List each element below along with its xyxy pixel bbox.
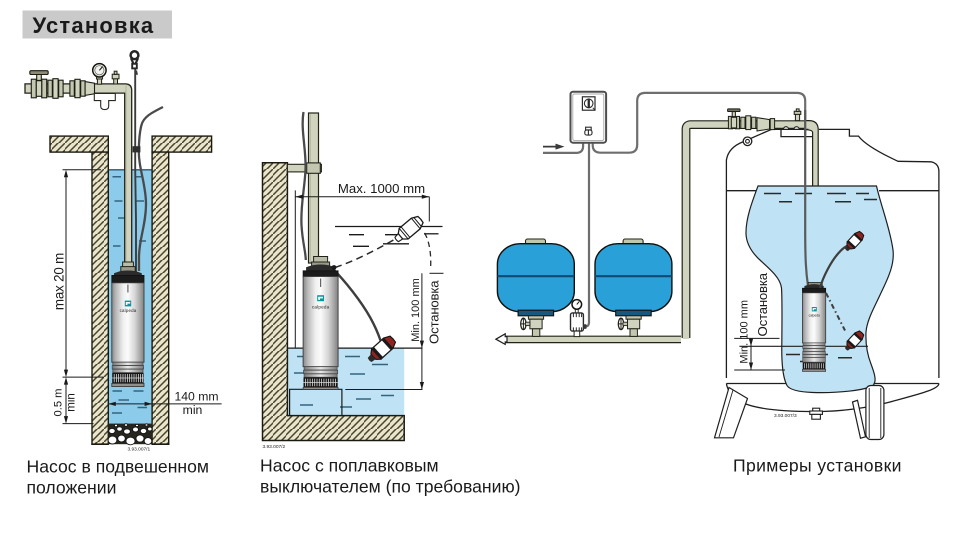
svg-text:Max. 1000 mm: Max. 1000 mm	[338, 181, 425, 196]
svg-text:Min. 100 mm: Min. 100 mm	[410, 278, 422, 342]
svg-text:3.93.007/2: 3.93.007/2	[263, 444, 286, 450]
svg-text:Примеры установки: Примеры установки	[733, 456, 902, 476]
svg-text:Установка: Установка	[33, 13, 155, 38]
svg-text:3.93.007/3: 3.93.007/3	[774, 413, 797, 419]
svg-text:выключателем (по требованию): выключателем (по требованию)	[260, 477, 521, 497]
svg-text:Остановка: Остановка	[426, 280, 441, 344]
svg-text:calpeda: calpeda	[312, 305, 330, 310]
svg-text:Остановка: Остановка	[755, 272, 770, 336]
svg-text:140 mm: 140 mm	[174, 390, 218, 404]
svg-text:calpeda: calpeda	[120, 308, 137, 313]
svg-text:3.93.007/1: 3.93.007/1	[128, 447, 151, 453]
svg-text:calpeda: calpeda	[809, 313, 820, 317]
svg-text:max 20 m: max 20 m	[51, 253, 66, 310]
svg-text:Min. 100 mm: Min. 100 mm	[738, 300, 750, 364]
svg-text:Насос в подвешенном: Насос в подвешенном	[27, 457, 210, 477]
svg-text:min: min	[183, 403, 203, 417]
svg-text:положении: положении	[27, 478, 117, 498]
svg-text:min: min	[65, 393, 77, 412]
svg-text:Насос с поплавковым: Насос с поплавковым	[260, 456, 439, 476]
svg-text:0.5 m: 0.5 m	[52, 389, 64, 417]
